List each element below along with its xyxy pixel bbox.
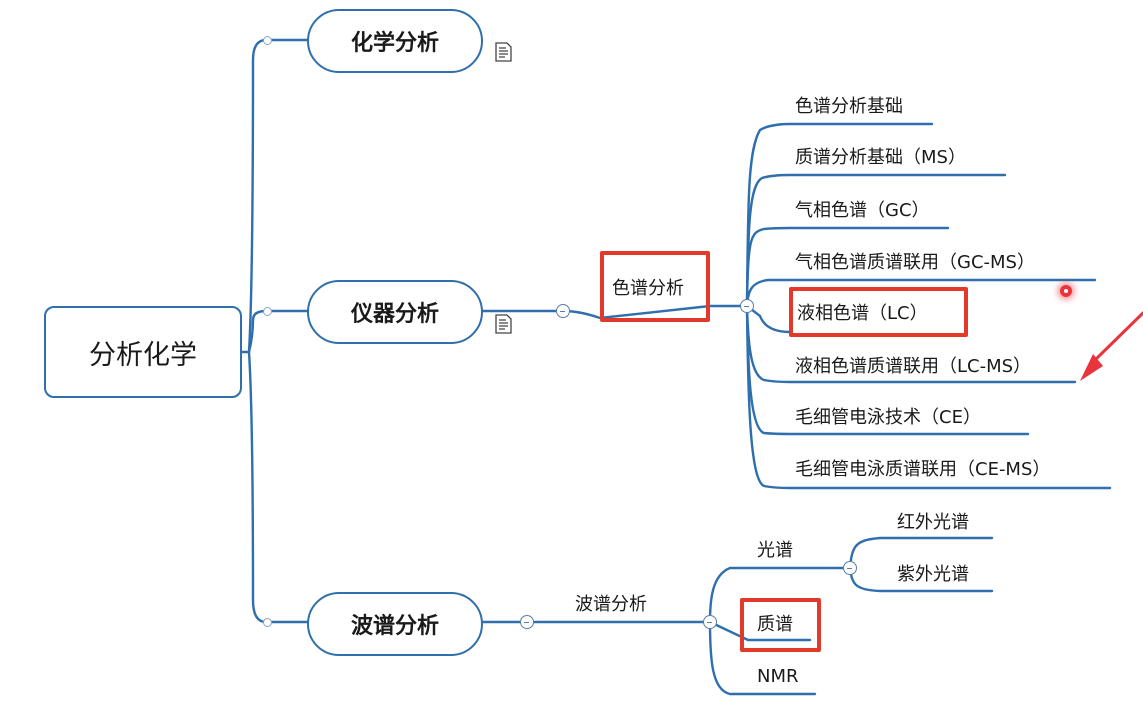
collapse-icon[interactable] (843, 561, 857, 575)
collapse-icon[interactable] (703, 615, 717, 629)
spectral-subitem[interactable]: 紫外光谱 (897, 564, 969, 585)
topic-chemical-analysis-label: 化学分析 (350, 31, 439, 56)
collapse-icon[interactable] (740, 299, 754, 313)
collapse-icon[interactable] (520, 615, 534, 629)
topic-instrumental-analysis[interactable]: 仪器分析 (307, 280, 483, 344)
highlight-box (600, 251, 710, 322)
spectral-item-spectrum[interactable]: 光谱 (757, 540, 793, 561)
topic-spectral-analysis[interactable]: 波谱分析 (307, 592, 483, 656)
spectral-item-nmr[interactable]: NMR (757, 666, 799, 687)
note-icon[interactable] (494, 42, 514, 62)
highlight-box (789, 287, 968, 337)
root-topic[interactable]: 分析化学 (44, 306, 242, 398)
collapse-icon[interactable] (556, 304, 570, 318)
topic-instrumental-analysis-label: 仪器分析 (350, 302, 439, 327)
spectral-subitem[interactable]: 红外光谱 (897, 512, 969, 533)
spectral-item-mass[interactable]: 质谱 (757, 614, 793, 635)
chromatography-item[interactable]: 毛细管电泳技术（CE） (795, 407, 981, 428)
subtopic-chromatography[interactable]: 色谱分析 (612, 278, 684, 299)
chromatography-item[interactable]: 毛细管电泳质谱联用（CE-MS） (795, 459, 1051, 480)
arrow-annotation-icon (1080, 311, 1143, 381)
topic-chemical-analysis[interactable]: 化学分析 (307, 9, 483, 73)
expand-dot-icon[interactable] (263, 307, 272, 316)
expand-dot-icon[interactable] (263, 618, 272, 627)
topic-spectral-analysis-label: 波谱分析 (350, 614, 439, 639)
cursor-pointer-icon (1060, 285, 1072, 297)
root-topic-label: 分析化学 (89, 339, 197, 371)
chromatography-item[interactable]: 气相色谱（GC） (795, 200, 930, 221)
chromatography-item[interactable]: 液相色谱质谱联用（LC-MS） (795, 356, 1032, 377)
chromatography-item[interactable]: 质谱分析基础（MS） (795, 147, 966, 168)
note-icon[interactable] (494, 314, 514, 334)
highlight-box (740, 598, 821, 652)
chromatography-item[interactable]: 气相色谱质谱联用（GC-MS） (795, 252, 1035, 273)
expand-dot-icon[interactable] (263, 36, 272, 45)
subtopic-spectral[interactable]: 波谱分析 (575, 594, 647, 615)
chromatography-item[interactable]: 色谱分析基础 (795, 96, 903, 117)
chromatography-item[interactable]: 液相色谱（LC） (797, 303, 928, 324)
